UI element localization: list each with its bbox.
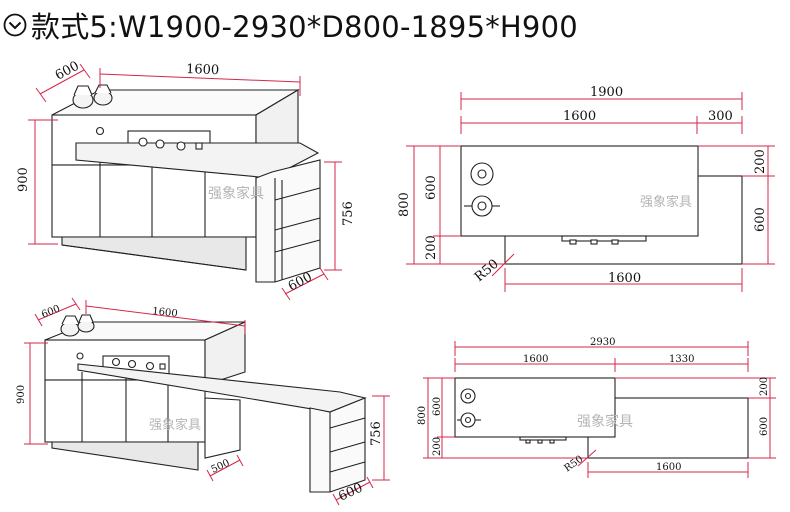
dimension-lines-closed-3d (28, 63, 342, 301)
watermark-closed-3d: 强象家具 (208, 185, 264, 202)
dim-height-closed-3d: 900 (16, 167, 31, 192)
dim-bottom-open-plan: 1600 (656, 462, 681, 473)
cabinet-closed-plan (460, 145, 743, 265)
dim-total-closed-plan: 1900 (590, 85, 623, 100)
dim-upper-closed-plan: 600 (424, 175, 439, 200)
watermark-open-plan: 强象家具 (577, 413, 633, 430)
dim-lower-closed-plan: 200 (424, 235, 439, 260)
dim-total-open-plan: 2930 (590, 337, 615, 348)
dim-width-closed-3d: 1600 (186, 62, 220, 78)
dim-depth-closed-plan: 800 (397, 192, 412, 217)
dim-depth-open-plan: 800 (417, 406, 428, 425)
dimension-lines-closed-plan (406, 92, 775, 292)
dimension-lines-open-plan (423, 341, 776, 478)
dim-ext-width-open-3d: 500 (210, 458, 232, 476)
kettle-icon (72, 84, 113, 109)
dim-ext-closed-plan: 300 (708, 109, 733, 124)
dim-height-open-3d: 900 (16, 385, 27, 404)
dim-radius-closed-plan: R50 (472, 257, 502, 285)
cabinet-open-plan (454, 377, 749, 459)
page-title: 款式5:W1900-2930*D800-1895*H900 (2, 4, 578, 46)
kettle-icon (60, 314, 95, 337)
dim-main-open-plan: 1600 (523, 354, 548, 365)
view-closed-3d: 600 1600 900 756 600 强象家具 (16, 59, 356, 301)
dim-right-upper-open-plan: 200 (759, 377, 770, 396)
cabinet-closed-3d (51, 84, 321, 283)
title-text: 款式5:W1900-2930*D800-1895*H900 (31, 10, 578, 44)
dim-width-open-3d: 1600 (152, 306, 178, 320)
dim-radius-open-plan: R50 (562, 454, 585, 475)
dim-lower-open-plan: 200 (432, 437, 443, 456)
dim-depth-open-3d: 600 (40, 303, 62, 320)
watermark-closed-plan: 强象家具 (640, 194, 692, 210)
dim-bottom-closed-plan: 1600 (608, 271, 641, 286)
view-open-3d: 600 1600 900 756 500 600 强象家具 (16, 297, 390, 506)
dim-right-lower-open-plan: 600 (759, 417, 770, 436)
view-open-plan: 2930 1600 1330 800 600 200 200 600 R50 1… (417, 337, 776, 478)
dim-ext-open-plan: 1330 (669, 354, 694, 365)
dimension-lines-open-3d (24, 297, 390, 506)
dim-depth-closed-3d: 600 (53, 59, 82, 84)
dim-ext-height-open-3d: 756 (369, 421, 384, 446)
dim-upper-open-plan: 600 (432, 397, 443, 416)
view-closed-plan: 1900 1600 300 800 600 200 200 600 R50 16… (397, 85, 775, 292)
dim-main-closed-plan: 1600 (563, 109, 596, 124)
cabinet-open-3d (44, 314, 367, 493)
chevron-down-circle-icon (3, 13, 27, 37)
dim-right-lower-closed-plan: 600 (753, 207, 768, 232)
dim-ext-height-closed-3d: 756 (341, 201, 356, 226)
watermark-open-3d: 强象家具 (149, 417, 201, 433)
dim-right-upper-closed-plan: 200 (753, 149, 768, 174)
